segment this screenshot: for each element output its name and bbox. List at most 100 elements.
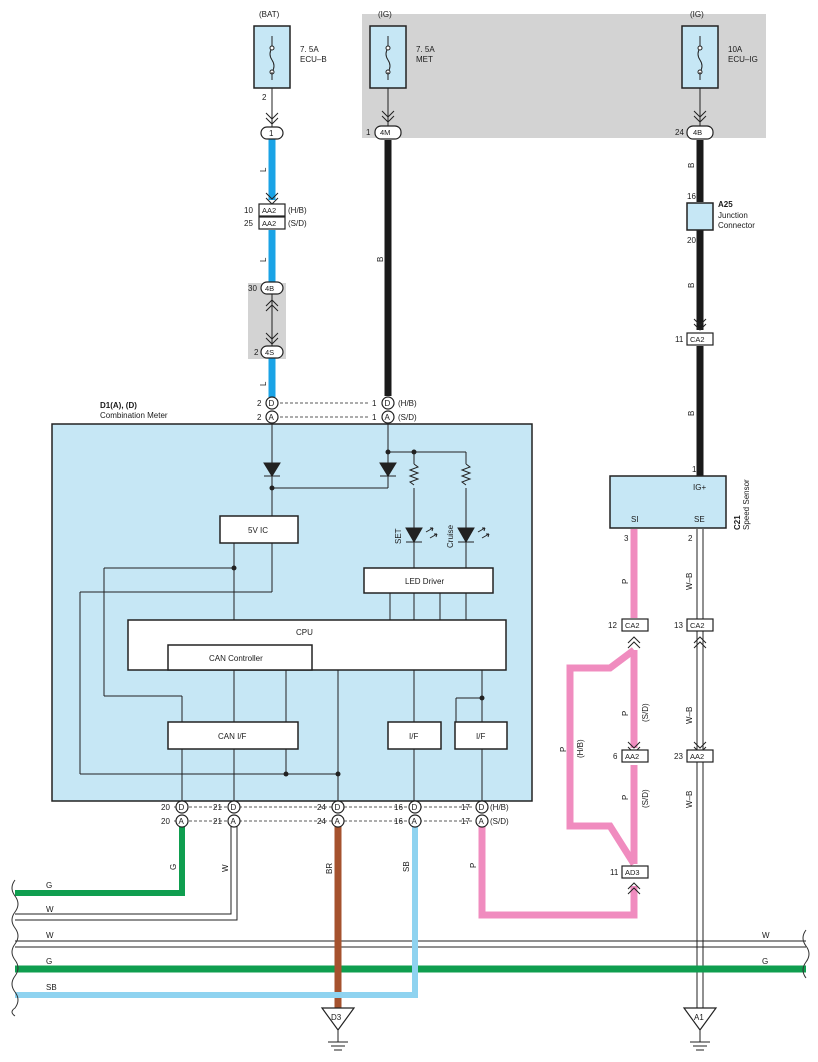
meter-bottom-pin (475, 814, 489, 828)
wire-sb (15, 826, 418, 998)
connector-4m (374, 125, 402, 140)
wire-p-label-4: P (469, 863, 478, 868)
connector-ca2-wb (686, 618, 714, 632)
connector-1-label: 1 (269, 129, 274, 138)
chevron-down-icon (265, 112, 279, 125)
chevron-down-icon (693, 110, 707, 123)
fuse-met-name: MET (416, 55, 433, 64)
meter-top-pin-num-3: 1 (372, 399, 377, 408)
meter-top-pin-num-4: 1 (372, 413, 377, 422)
meter-top-pin-a-l-letter: A (269, 413, 275, 422)
meter-internal-wiring (79, 424, 483, 801)
ad3-label: AD3 (625, 868, 640, 877)
wire-l-label-2: L (259, 257, 268, 262)
fuse-met-source: (IG) (378, 10, 392, 19)
connector-4b-ig-label: 4B (693, 128, 702, 137)
meter-top-pin-num-1: 2 (257, 399, 262, 408)
meter-bottom-pin-letter: A (231, 817, 237, 826)
ground-d3-label: D3 (331, 1013, 342, 1022)
meter-bottom-pin (227, 814, 241, 828)
meter-bottom-pin (175, 814, 189, 828)
aa2-hb-pin: 10 (244, 206, 253, 215)
wire-w-bus (15, 940, 806, 948)
a25-name1: Junction (718, 211, 748, 220)
aa2-p-label: AA2 (625, 752, 639, 761)
meter-bottom-pin-number: 16 (394, 817, 403, 826)
a25-name2: Connector (718, 221, 755, 230)
meter-top-pin-d-r (381, 396, 395, 410)
meter-top-sd: (S/D) (398, 413, 417, 422)
meter-bottom-pin-letter: A (479, 817, 485, 826)
meter-bottom-pin-letter: A (335, 817, 341, 826)
speed-sensor (609, 475, 727, 529)
speed-sensor-se: SE (694, 515, 705, 524)
wire-wb-label-3: W–B (685, 791, 694, 808)
wire-p-si (478, 529, 638, 919)
ic-5v-label: 5V IC (248, 526, 268, 535)
aa2-p-pin: 6 (613, 752, 618, 761)
wire-wb-label-1: W–B (685, 573, 694, 590)
ground-d3 (320, 1007, 356, 1051)
wire-wb (696, 529, 704, 1008)
meter-top-pin-d-l-letter: D (269, 399, 275, 408)
wire-p-label-2: P (621, 711, 630, 716)
fuse-met-rating: 7. 5A (416, 45, 435, 54)
bus-g-label-2: G (46, 957, 52, 966)
wire-g-meter (15, 826, 185, 896)
fuse-ecu-b (253, 25, 291, 89)
meter-bottom-hb: (H/B) (490, 803, 509, 812)
meter-bottom-pin (331, 800, 345, 814)
fuse-bat-source: (BAT) (259, 10, 280, 19)
connector-4m-pin: 1 (366, 128, 371, 137)
chevron-down-icon (265, 332, 279, 345)
diode-icon (379, 462, 397, 477)
wire-b-label-3: B (687, 411, 696, 416)
meter-bottom-pin-number: 24 (317, 817, 326, 826)
can-controller-label: CAN Controller (209, 654, 263, 663)
wire-p-sd-label-1: (S/D) (641, 703, 650, 722)
speed-sensor-code: C21 (733, 515, 742, 530)
fuse-ecuig-rating: 10A (728, 45, 743, 54)
chevron-up-icon (265, 299, 279, 312)
connector-4s-pin: 2 (254, 348, 259, 357)
meter-name: Combination Meter (100, 411, 168, 420)
meter-bottom-pin (408, 800, 422, 814)
meter-bottom-pin-letter: A (179, 817, 185, 826)
fuse-met (369, 25, 407, 89)
wire-b-label-2: B (687, 283, 696, 288)
wire-p-label-1: P (621, 579, 630, 584)
connector-4b-l-pin: 30 (248, 284, 257, 293)
meter-bottom-pin-letter: D (231, 803, 237, 812)
wire-l-label-1: L (259, 167, 268, 172)
ca2-wb-label: CA2 (690, 621, 705, 630)
speed-sensor-pin2: 2 (688, 534, 693, 543)
meter-bottom-pin-letter: D (179, 803, 185, 812)
meter-bottom-sd: (S/D) (490, 817, 509, 826)
ad3-pin: 11 (610, 868, 619, 877)
speed-sensor-ig-pin: 1 (692, 465, 697, 474)
meter-bottom-pin (408, 814, 422, 828)
connector-aa2-sd (258, 216, 286, 230)
aa2-hb-label: AA2 (262, 206, 276, 215)
bus-g-label-3: G (762, 957, 768, 966)
meter-bottom-pin (175, 800, 189, 814)
bus-w-label-1: W (46, 905, 54, 914)
meter-bottom-pin-number: 16 (394, 803, 403, 812)
junction-dots (231, 449, 485, 777)
aa2-sd-variant: (S/D) (288, 219, 307, 228)
meter-bottom-pin-number: 20 (161, 803, 170, 812)
led-driver (363, 567, 494, 594)
wire-p-label-hb: P (559, 747, 568, 752)
connector-ca2-p (621, 618, 649, 632)
ca2-p-pin: 12 (608, 621, 617, 630)
connector-4s (260, 345, 284, 359)
meter-code: D1(A), (D) (100, 401, 137, 410)
wire-g-label: G (169, 864, 178, 870)
meter-bottom-pin-number: 17 (461, 803, 470, 812)
fuse-bat-pin: 2 (262, 93, 267, 102)
if-1-label: I/F (409, 732, 418, 741)
led-set-icon (405, 527, 438, 544)
meter-bottom-pin-letter: A (412, 817, 418, 826)
can-if (167, 721, 299, 750)
connector-1 (260, 126, 284, 140)
